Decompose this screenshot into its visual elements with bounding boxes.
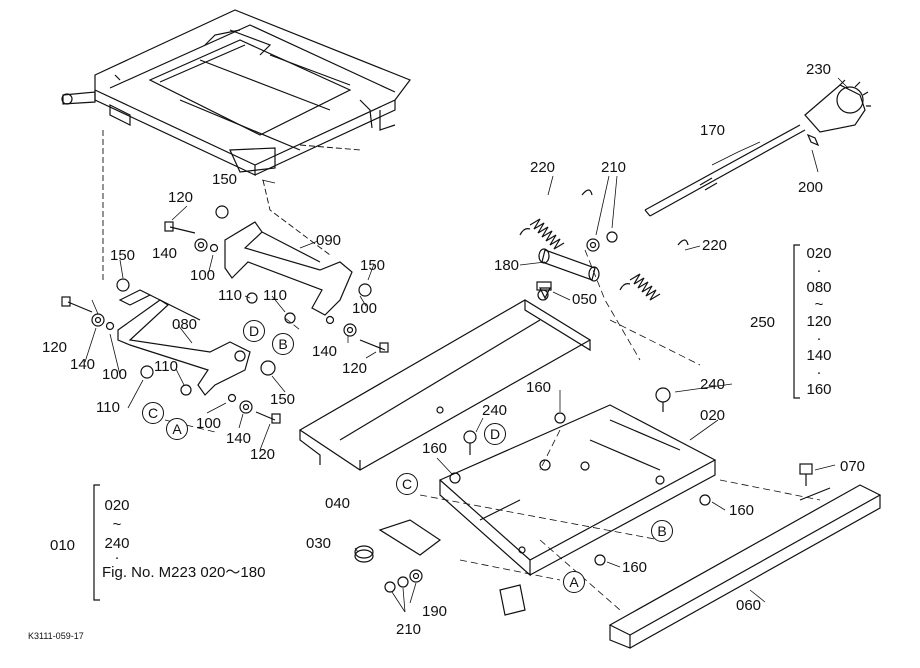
ref-mark-b: B [272, 333, 294, 355]
group-250-line: 140 [806, 347, 832, 364]
part-label: 150 [360, 257, 386, 274]
ref-mark-d: D [484, 423, 506, 445]
part-label: 150 [212, 171, 238, 188]
pin-180 [538, 248, 600, 282]
knob-230 [804, 79, 871, 147]
part-label: 080 [172, 316, 198, 333]
drawing-id: K3111-059-17 [28, 631, 84, 641]
part-label: 110 [218, 287, 242, 304]
rod-170 [644, 124, 806, 217]
part-label: 090 [316, 232, 342, 249]
part-label: 040 [325, 495, 351, 512]
part-label: 120 [168, 189, 194, 206]
group-010-items: 020 ~ 240 · Fig. No. M223 020～180 [102, 496, 265, 582]
part-label: 020 [700, 407, 726, 424]
part-label: 050 [572, 291, 598, 308]
part-label: 100 [352, 300, 378, 317]
nuts-210a [586, 231, 618, 252]
part-label: 180 [494, 257, 520, 274]
group-010-label: 010 [50, 537, 76, 554]
spring-220a [519, 189, 593, 250]
ref-mark-a: A [166, 418, 188, 440]
leader-lines [84, 77, 849, 613]
part-label: 190 [422, 603, 448, 620]
part-label: 110 [154, 358, 178, 375]
ref-mark-d: D [243, 320, 265, 342]
ref-mark-a: A [563, 571, 585, 593]
rail-060 [608, 484, 882, 649]
part-label: 060 [736, 597, 762, 614]
group-250-line: · [816, 262, 822, 279]
part-label: 030 [306, 535, 332, 552]
spring-220b [619, 239, 689, 301]
part-label: 150 [270, 391, 296, 408]
part-label: 170 [700, 122, 726, 139]
part-label: 220 [530, 159, 556, 176]
part-label: 140 [312, 343, 338, 360]
ref-mark-c: C [142, 402, 164, 424]
part-label: 210 [601, 159, 627, 176]
part-label: 160 [422, 440, 448, 457]
part-label: 110 [263, 287, 287, 304]
group-010-line: 240 [104, 535, 130, 552]
ref-mark-c: C [396, 473, 418, 495]
group-010-line: · [114, 549, 120, 566]
left-bracket-080 [116, 278, 251, 396]
group-250-line: 120 [806, 313, 832, 330]
group-250-line: ~ [814, 296, 824, 313]
part-label: 200 [798, 179, 824, 196]
part-label: 100 [190, 267, 216, 284]
group-brackets [93, 244, 800, 601]
part-label: 210 [396, 621, 422, 638]
part-label: 220 [702, 237, 728, 254]
group-250-line: 080 [806, 279, 832, 296]
part-label: 110 [96, 399, 120, 416]
group-010-line: ~ [112, 516, 122, 533]
part-label: 100 [196, 415, 222, 432]
part-label: 150 [110, 247, 136, 264]
part-label: 120 [250, 446, 276, 463]
part-label: 140 [152, 245, 178, 262]
part-label: 230 [806, 61, 832, 78]
part-label: 160 [622, 559, 648, 576]
figure-reference: Fig. No. M223 020～180 [102, 564, 266, 581]
seat-rail-frame [61, 9, 411, 176]
group-250-line: · [816, 364, 822, 381]
group-250-label: 250 [750, 314, 776, 331]
part-label: 240 [482, 402, 508, 419]
part-label: 240 [700, 376, 726, 393]
group-010-line: 020 [104, 497, 130, 514]
misc-parts [354, 281, 813, 593]
part-label: 120 [342, 360, 368, 377]
group-250-items: 020 · 080 ~ 120 · 140 · 160 [802, 245, 836, 398]
part-label: 140 [70, 356, 96, 373]
frame-leaders [102, 130, 361, 280]
part-label: 160 [526, 379, 552, 396]
part-label: 120 [42, 339, 68, 356]
part-label: 160 [729, 502, 755, 519]
ref-mark-b: B [651, 520, 673, 542]
part-label: 070 [840, 458, 866, 475]
group-250-line: 020 [806, 245, 832, 262]
group-250-line: · [816, 330, 822, 347]
part-label: 140 [226, 430, 252, 447]
group-250-line: 160 [806, 381, 832, 398]
upper-bracket-090 [215, 205, 372, 316]
part-label: 100 [102, 366, 128, 383]
alignment-lines [164, 249, 821, 611]
plate-020 [378, 404, 717, 616]
